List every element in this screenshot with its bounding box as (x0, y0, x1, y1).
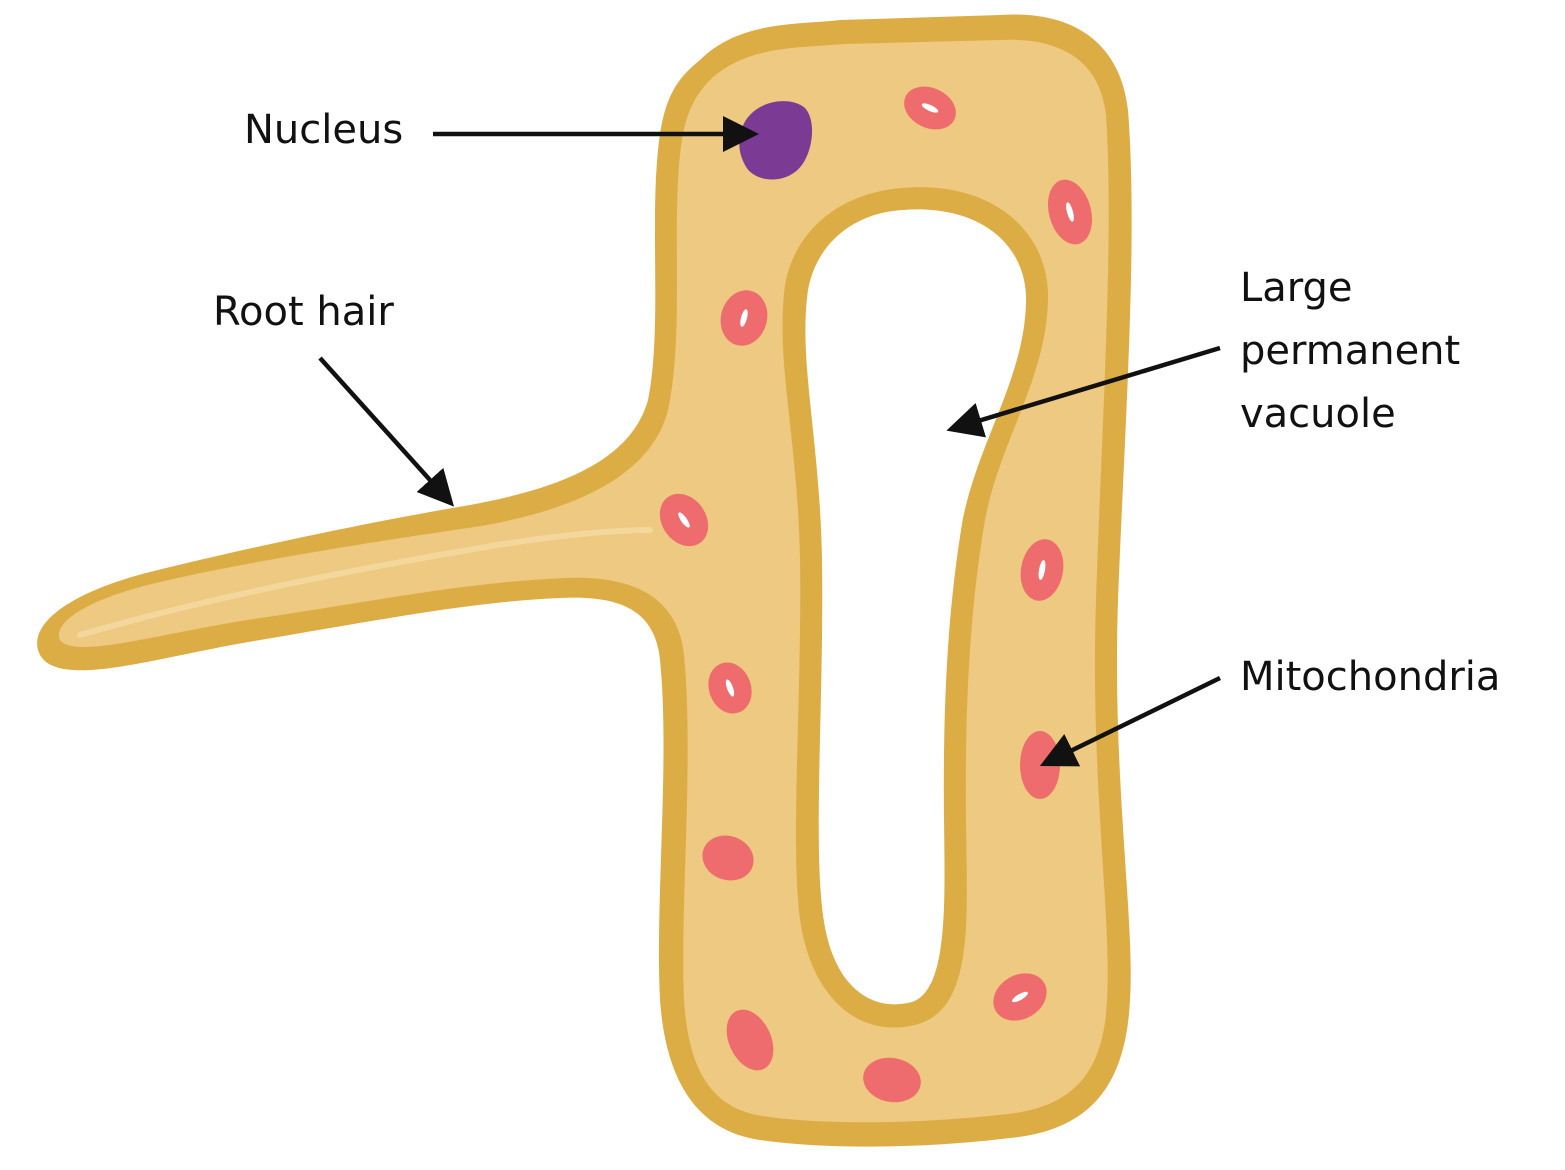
label-vacuole-line: permanent (1240, 320, 1460, 383)
arrow-root-hair (320, 358, 448, 500)
label-mitochondria: Mitochondria (1240, 657, 1500, 697)
label-root-hair: Root hair (213, 292, 394, 332)
label-large-permanent-vacuole: Large permanent vacuole (1240, 257, 1460, 446)
mitochondrion (1020, 731, 1060, 799)
label-vacuole-line: Large (1240, 257, 1460, 320)
label-vacuole-line: vacuole (1240, 383, 1460, 446)
label-nucleus: Nucleus (244, 110, 403, 150)
